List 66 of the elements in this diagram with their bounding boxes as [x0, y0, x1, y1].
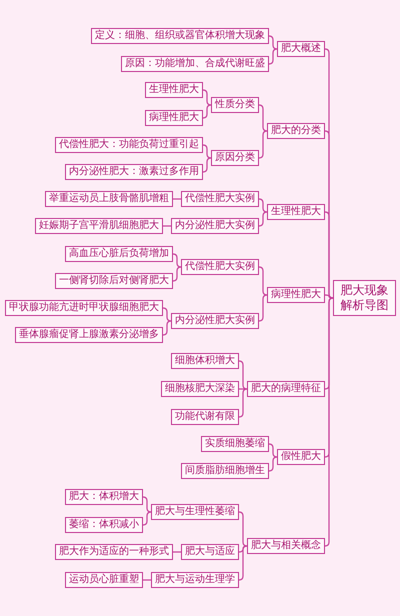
- subtopic: 细胞核肥大深染: [161, 381, 239, 397]
- branch-line: [324, 211, 334, 299]
- detail-topic: 肥大：体积增大: [65, 489, 143, 505]
- subtopic: 肥大与运动生理学: [151, 572, 239, 588]
- subtopic: 原因：功能增加、合成代谢旺盛: [121, 56, 269, 72]
- branch-line: [258, 130, 268, 159]
- branch-line: [142, 496, 152, 513]
- detail-topic: 一侧肾切除后对侧肾肥大: [55, 273, 173, 289]
- branch-line: [238, 360, 248, 390]
- branch-line: [172, 266, 182, 282]
- branch-line: [202, 104, 212, 119]
- branch-line: [162, 320, 172, 336]
- branch-line: [268, 35, 278, 50]
- branch-line: [258, 198, 268, 213]
- branch-line: [238, 511, 248, 547]
- branch-line: [324, 297, 334, 547]
- branch-line: [202, 144, 212, 159]
- branch-line: [258, 294, 268, 322]
- branch-line: [258, 211, 268, 227]
- subtopic: 定义：细胞、组织或器官体积增大现象: [91, 28, 269, 44]
- subtopic: 内分泌性肥大实例: [171, 218, 259, 234]
- detail-topic: 病理性肥大: [145, 110, 203, 126]
- detail-topic: 生理性肥大: [145, 82, 203, 98]
- subtopic: 代偿性肥大实例: [181, 191, 259, 207]
- detail-topic: 垂体腺瘤促肾上腺激素分泌增多: [15, 327, 163, 343]
- central-topic: 肥大现象解析导图: [333, 280, 396, 316]
- subtopic: 功能代谢有限: [171, 409, 239, 425]
- branch-line: [202, 157, 212, 173]
- detail-topic: 举重运动员上肢骨骼肌增粗: [45, 191, 173, 207]
- subtopic: 肥大与适应: [181, 544, 239, 560]
- main-topic: 假性肥大: [277, 449, 325, 465]
- branch-line: [324, 294, 334, 299]
- detail-topic: 内分泌性肥大：激素过多作用: [65, 164, 203, 180]
- branch-line: [258, 266, 268, 296]
- main-topic: 肥大的病理特征: [247, 381, 325, 397]
- main-topic: 病理性肥大: [267, 287, 325, 303]
- branch-line: [258, 104, 268, 132]
- subtopic: 内分泌性肥大实例: [171, 313, 259, 329]
- branch-line: [238, 545, 248, 553]
- main-topic: 生理性肥大: [267, 204, 325, 220]
- branch-line: [172, 253, 182, 268]
- subtopic: 原因分类: [211, 150, 259, 166]
- branch-line: [162, 307, 172, 322]
- subtopic: 细胞体积增大: [171, 353, 239, 369]
- detail-topic: 高血压心脏后负荷增加: [65, 246, 173, 262]
- branch-line: [142, 511, 152, 526]
- subtopic: 肥大与生理性萎缩: [151, 504, 239, 520]
- detail-topic: 甲状腺功能亢进时甲状腺细胞肥大: [5, 300, 163, 316]
- detail-topic: 萎缩：体积减小: [65, 517, 143, 533]
- main-topic: 肥大与相关概念: [247, 538, 325, 554]
- subtopic: 性质分类: [211, 97, 259, 113]
- main-topic: 肥大的分类: [267, 123, 325, 139]
- detail-topic: 肥大作为适应的一种形式: [55, 544, 173, 560]
- detail-topic: 代偿性肥大：功能负荷过重引起: [55, 137, 203, 153]
- main-topic: 肥大概述: [277, 41, 325, 57]
- branch-line: [268, 456, 278, 472]
- branch-line: [268, 443, 278, 458]
- branch-line: [238, 545, 248, 581]
- subtopic: 代偿性肥大实例: [181, 259, 259, 275]
- branch-line: [268, 48, 278, 65]
- detail-topic: 运动员心脏重塑: [65, 572, 143, 588]
- subtopic: 间质脂肪细胞增生: [181, 463, 269, 479]
- detail-topic: 妊娠期子宫平滑肌细胞肥大: [35, 218, 163, 234]
- branch-line: [238, 388, 248, 418]
- branch-line: [202, 89, 212, 106]
- subtopic: 实质细胞萎缩: [201, 436, 269, 452]
